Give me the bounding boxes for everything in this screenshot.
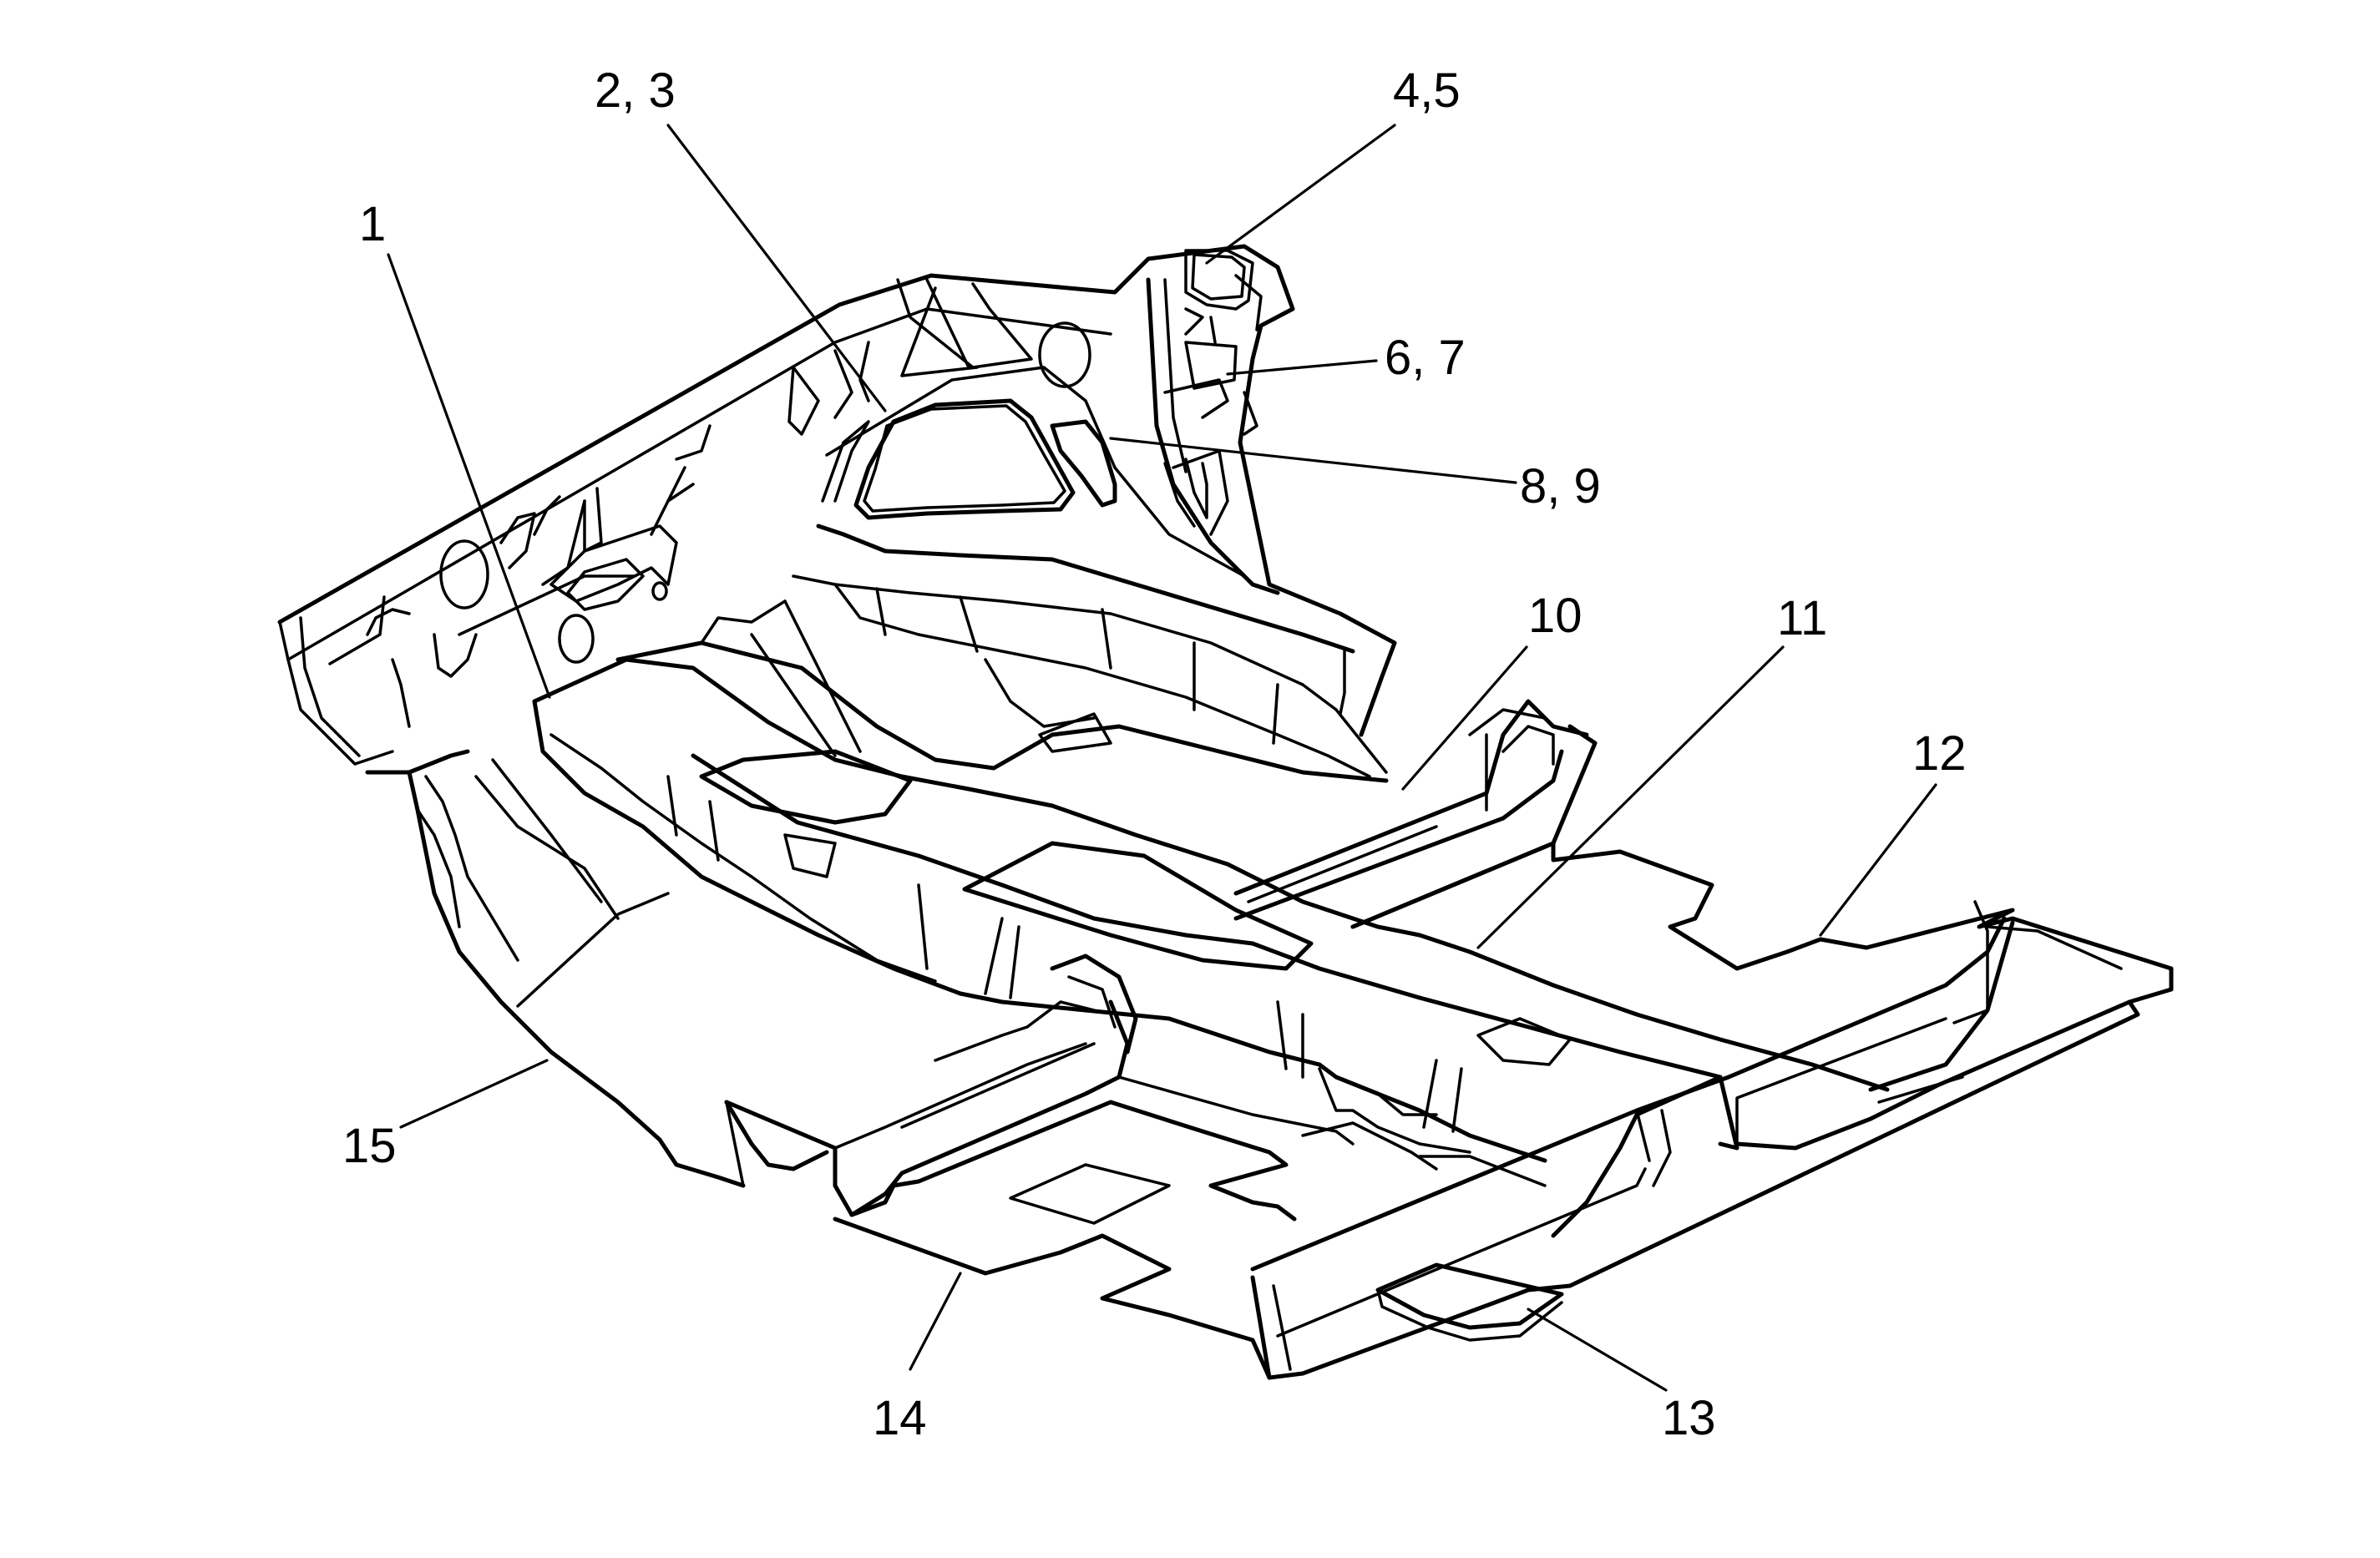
callout-2-3: 2, 3 (595, 63, 676, 118)
callout-10: 10 (1528, 589, 1582, 643)
leader-12 (1819, 783, 1937, 937)
leader-1 (387, 253, 551, 699)
callout-14: 14 (873, 1391, 927, 1445)
leader-8-9 (1109, 437, 1517, 484)
callout-4-5: 4,5 (1393, 63, 1461, 118)
leader-6-7 (1226, 359, 1378, 376)
leader-2-3 (666, 124, 887, 412)
callout-15: 15 (342, 1119, 397, 1173)
leader-10 (1401, 645, 1528, 791)
callout-labels: 1 2, 3 4,5 6, 7 8, 9 10 11 12 13 14 15 (342, 63, 1967, 1445)
callout-1: 1 (359, 197, 386, 251)
callout-8-9: 8, 9 (1520, 459, 1601, 513)
leader-11 (1476, 645, 1785, 949)
callout-13: 13 (1662, 1391, 1716, 1445)
leader-15 (399, 1059, 549, 1129)
body-structure-drawing (277, 244, 2174, 1380)
leader-4-5 (1205, 124, 1396, 265)
leader-13 (1527, 1308, 1668, 1392)
callout-11: 11 (1777, 591, 1827, 645)
leader-14 (909, 1272, 962, 1371)
leader-lines (387, 124, 1937, 1392)
callout-12: 12 (1912, 726, 1967, 781)
callout-6-7: 6, 7 (1385, 331, 1466, 385)
